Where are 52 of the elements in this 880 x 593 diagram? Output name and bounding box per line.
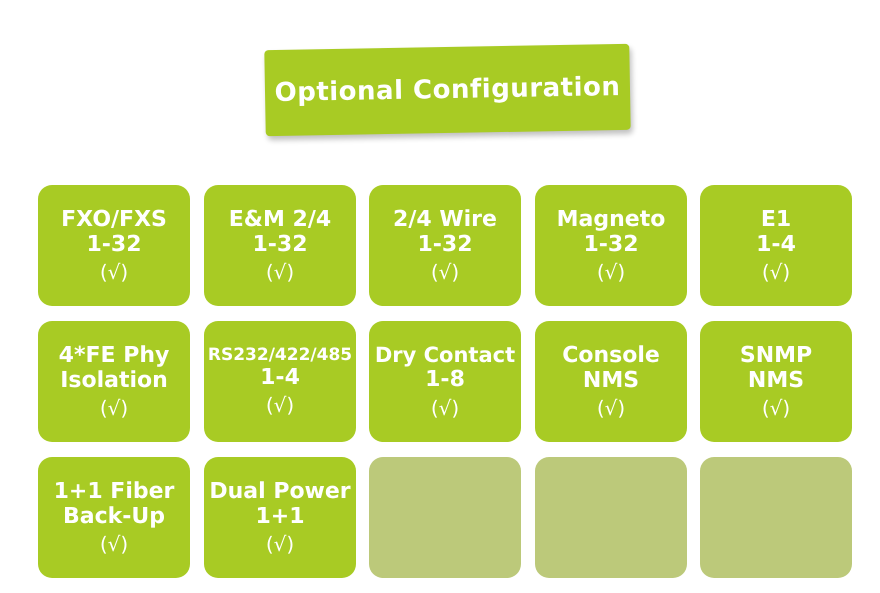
- option-tile: [369, 185, 521, 306]
- option-tile: [369, 321, 521, 442]
- option-value: 1-32: [252, 232, 308, 258]
- empty-tile: [369, 457, 521, 578]
- check-mark: (√): [430, 396, 460, 420]
- option-value: 1-32: [417, 232, 473, 258]
- option-name: E&M 2/4: [228, 206, 332, 232]
- option-name: SNMP: [740, 342, 812, 368]
- check-mark: (√): [266, 394, 294, 418]
- check-mark: (√): [762, 397, 790, 420]
- option-name: Magneto: [556, 206, 666, 232]
- empty-tile: [535, 457, 687, 578]
- option-value: 1-32: [86, 232, 142, 258]
- option-value: 1+1: [255, 504, 305, 530]
- check-mark: (√): [100, 261, 128, 284]
- option-value: NMS: [748, 368, 804, 394]
- option-value: Isolation: [60, 368, 168, 394]
- option-name: Dual Power: [209, 478, 351, 504]
- option-tile: [38, 457, 190, 578]
- title-banner: Optional Configuration: [264, 44, 631, 136]
- check-mark: (√): [266, 261, 294, 284]
- option-name: 4*FE Phy: [58, 342, 170, 368]
- option-value: 1-32: [583, 232, 639, 258]
- option-name: 1+1 Fiber: [54, 478, 174, 504]
- option-name: 2/4 Wire: [393, 206, 497, 232]
- option-tile: [700, 321, 852, 442]
- option-tile: [38, 185, 190, 306]
- check-mark: (√): [596, 397, 626, 420]
- option-value: Back-Up: [62, 504, 166, 530]
- check-mark: (√): [100, 533, 128, 556]
- option-tile: [38, 321, 190, 442]
- check-mark: (√): [596, 261, 626, 284]
- check-mark: (√): [430, 261, 460, 284]
- option-name: Dry Contact: [374, 343, 516, 368]
- check-mark: (√): [762, 261, 790, 284]
- option-value: 1-8: [425, 367, 465, 393]
- option-tile: [700, 185, 852, 306]
- check-mark: (√): [266, 533, 294, 556]
- option-tile: [535, 321, 687, 442]
- option-name: RS232/422/485: [208, 346, 352, 366]
- option-tile: [204, 457, 356, 578]
- option-tile: [535, 185, 687, 306]
- option-value: NMS: [582, 368, 640, 394]
- option-tile: [204, 185, 356, 306]
- option-name: Console: [562, 342, 660, 368]
- option-name: E1: [760, 206, 792, 232]
- option-name: FXO/FXS: [61, 206, 167, 232]
- option-value: 1-4: [260, 365, 300, 390]
- check-mark: (√): [100, 397, 128, 420]
- empty-tile: [700, 457, 852, 578]
- option-value: 1-4: [756, 232, 796, 258]
- option-tile: [204, 321, 356, 442]
